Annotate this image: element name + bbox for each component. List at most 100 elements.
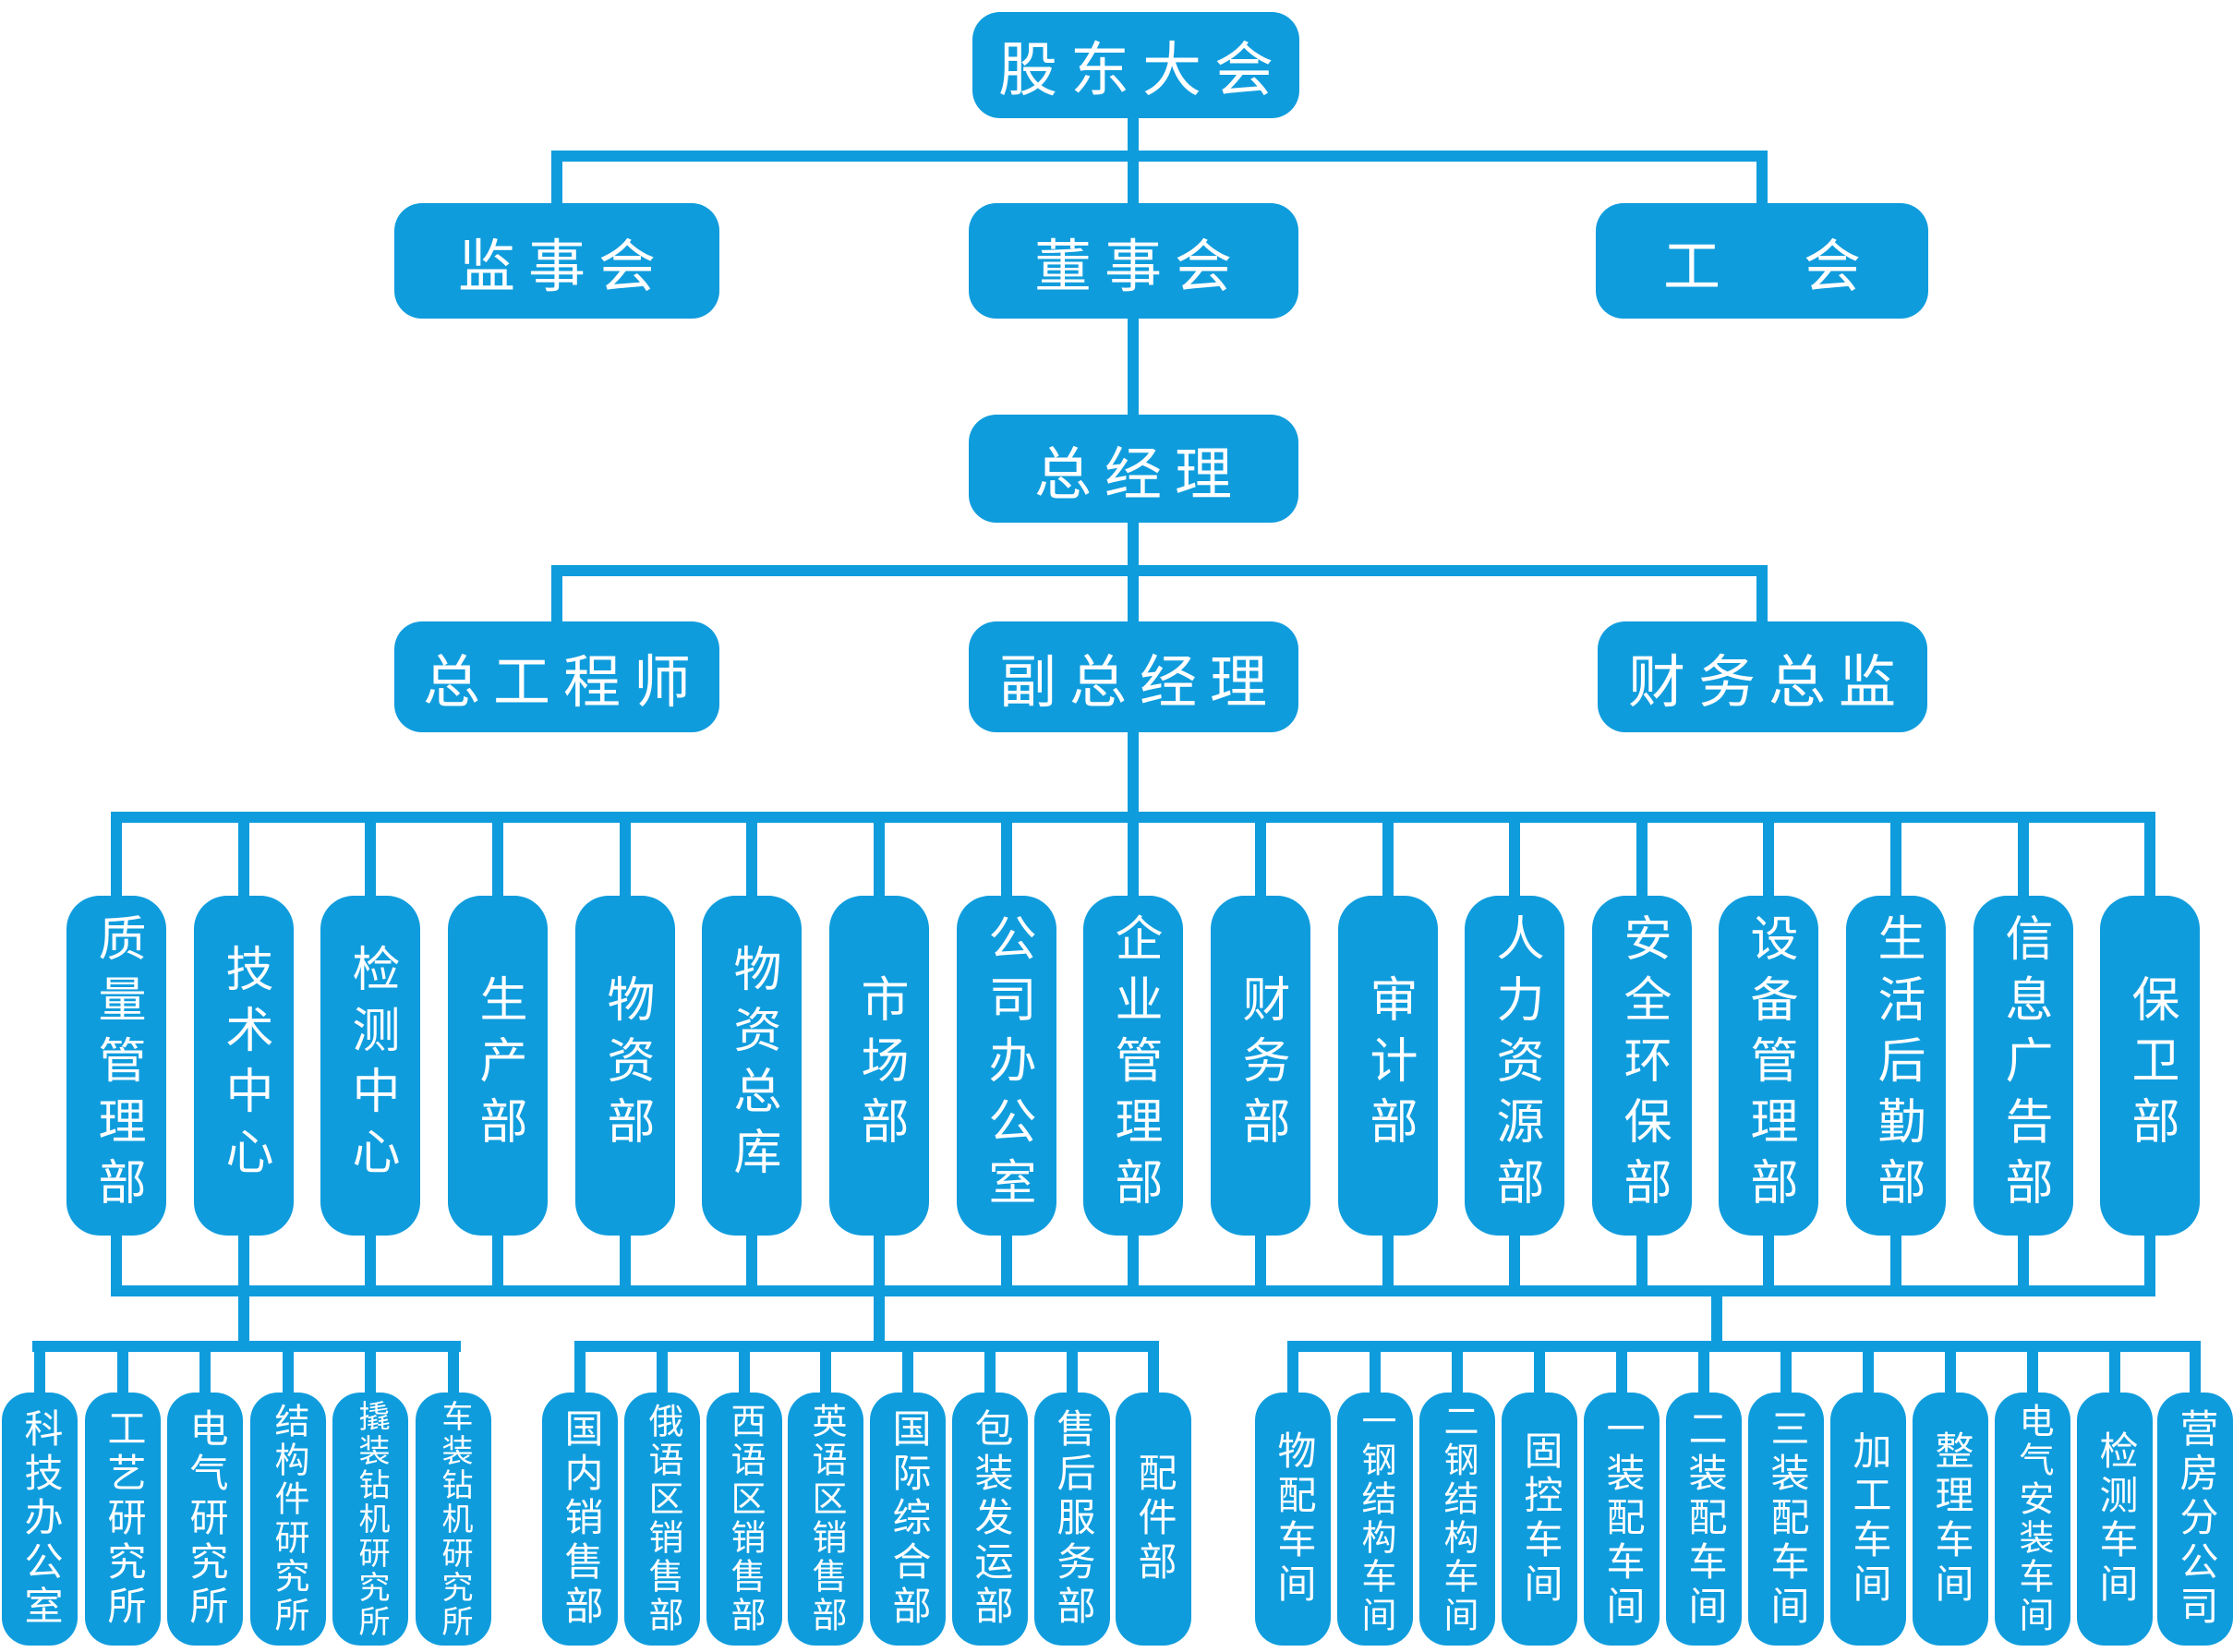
org-node-workshop-3-label: 固控车间 [1518,1430,1561,1608]
org-node-dept-1-label: 技术中心 [218,944,271,1188]
connector-line [32,1341,461,1352]
connector-line [551,565,1768,576]
org-node-deputy-general-manager: 副总经理 [968,621,1298,732]
connector-line [1287,1341,1298,1393]
org-node-workshop-11-label: 营房分公司 [2174,1408,2216,1630]
org-node-workshop-9-label: 电气安装车间 [2013,1403,2052,1635]
org-node-dept-12: 安全环保部 [1592,896,1692,1236]
connector-line [1255,812,1266,896]
org-node-sales-5: 包装发运部 [952,1393,1028,1646]
org-node-general-manager: 总经理 [968,415,1298,523]
org-node-workshop-2-label: 二钢结构车间 [1438,1403,1477,1635]
connector-line [739,1341,750,1393]
org-node-research-5-label: 车装钻机研究所 [437,1399,471,1639]
connector-line [1067,1341,1078,1393]
org-node-workshop-7: 加工车间 [1830,1393,1906,1646]
org-node-dept-0: 质量管理部 [66,896,166,1236]
org-node-research-2: 电气研究所 [167,1393,243,1646]
org-node-dept-15: 信息广告部 [1973,896,2073,1236]
connector-line [1763,1236,1774,1296]
connector-line [874,1285,885,1346]
connector-line [1616,1341,1627,1393]
org-node-research-0: 科技办公室 [2,1393,78,1646]
org-node-labor-union: 工 会 [1596,203,1928,319]
connector-line [1534,1341,1545,1393]
connector-line [620,1236,631,1296]
org-node-dept-5: 物资总库 [702,896,802,1236]
connector-line [1001,1236,1012,1296]
connector-line [111,1285,2155,1296]
connector-line [1945,1341,1956,1393]
org-node-dept-13: 设备管理部 [1719,896,1818,1236]
connector-line [1756,151,1768,203]
org-node-dept-6-label: 市场部 [853,974,906,1157]
org-node-sales-6: 售后服务部 [1034,1393,1110,1646]
org-node-sales-0: 国内销售部 [542,1393,618,1646]
connector-line [1890,1236,1901,1296]
connector-line [1756,565,1768,621]
org-node-sales-2: 西语区销售部 [706,1393,782,1646]
org-node-dept-3-label: 生产部 [472,974,525,1157]
org-node-sales-3-label: 英语区销售部 [806,1403,845,1635]
org-node-dept-16-label: 保卫部 [2124,974,2177,1157]
org-node-workshop-10: 检测车间 [2077,1393,2153,1646]
connector-line [1128,812,1139,896]
org-node-dept-7-label: 公司办公室 [981,913,1033,1218]
org-node-workshop-7-label: 加工车间 [1847,1430,1889,1608]
connector-line [1509,1236,1520,1296]
org-node-research-4: 撬装钻机研究所 [332,1393,408,1646]
org-node-dept-4-label: 物资部 [599,974,652,1157]
connector-line [1128,732,1139,823]
org-node-research-4-label: 撬装钻机研究所 [354,1399,388,1639]
org-node-dept-4: 物资部 [575,896,675,1236]
org-node-workshop-6: 三装配车间 [1748,1393,1824,1646]
connector-line [657,1341,668,1393]
connector-line [1452,1341,1463,1393]
org-node-sales-1-label: 俄语区销售部 [643,1403,682,1635]
connector-line [874,1236,885,1296]
org-node-dept-2-label: 检测中心 [344,944,397,1188]
org-node-dept-11-label: 人力资源部 [1489,913,1541,1218]
org-node-workshop-4-label: 一装配车间 [1600,1408,1643,1630]
connector-line [111,812,122,896]
org-node-board-of-directors: 董事会 [968,203,1298,319]
connector-line [1128,523,1139,576]
connector-line [1636,812,1648,896]
org-node-workshop-6-label: 三装配车间 [1765,1408,1807,1630]
connector-line [1128,565,1139,621]
connector-line [551,151,562,203]
org-node-dept-15-label: 信息广告部 [1998,913,2050,1218]
org-node-research-3: 结构件研究所 [250,1393,326,1646]
org-node-sales-6-label: 售后服务部 [1051,1408,1093,1630]
org-node-sales-7-label: 配件部 [1132,1453,1175,1586]
org-node-sales-0-label: 国内销售部 [559,1408,601,1630]
connector-line [365,812,376,896]
connector-line [1370,1341,1381,1393]
connector-line [1890,812,1901,896]
org-node-shareholders: 股东大会 [972,12,1299,118]
connector-line [1636,1236,1648,1296]
org-node-workshop-10-label: 检测车间 [2094,1430,2136,1608]
connector-line [820,1341,831,1393]
org-node-dept-8: 企业管理部 [1083,896,1183,1236]
org-node-workshop-1-label: 一钢结构车间 [1356,1403,1394,1635]
org-node-research-3-label: 结构件研究所 [269,1403,308,1635]
org-node-supervisory-board: 监事会 [394,203,719,319]
org-node-dept-5-label: 物资总库 [726,944,779,1188]
org-node-workshop-2: 二钢结构车间 [1419,1393,1495,1646]
connector-line [574,1341,585,1393]
connector-line [746,1236,757,1296]
org-node-workshop-8-label: 整理车间 [1929,1430,1972,1608]
connector-line [34,1341,45,1393]
connector-line [1128,319,1139,415]
org-node-dept-0-label: 质量管理部 [91,913,143,1218]
org-node-workshop-0: 物配车间 [1255,1393,1331,1646]
org-node-dept-10: 审计部 [1338,896,1438,1236]
connector-line [1698,1341,1709,1393]
org-node-research-0-label: 科技办公室 [18,1408,61,1630]
connector-line [2144,812,2155,896]
connector-line [2027,1341,2038,1393]
connector-line [574,1341,1159,1352]
org-node-workshop-5-label: 二装配车间 [1683,1408,1725,1630]
